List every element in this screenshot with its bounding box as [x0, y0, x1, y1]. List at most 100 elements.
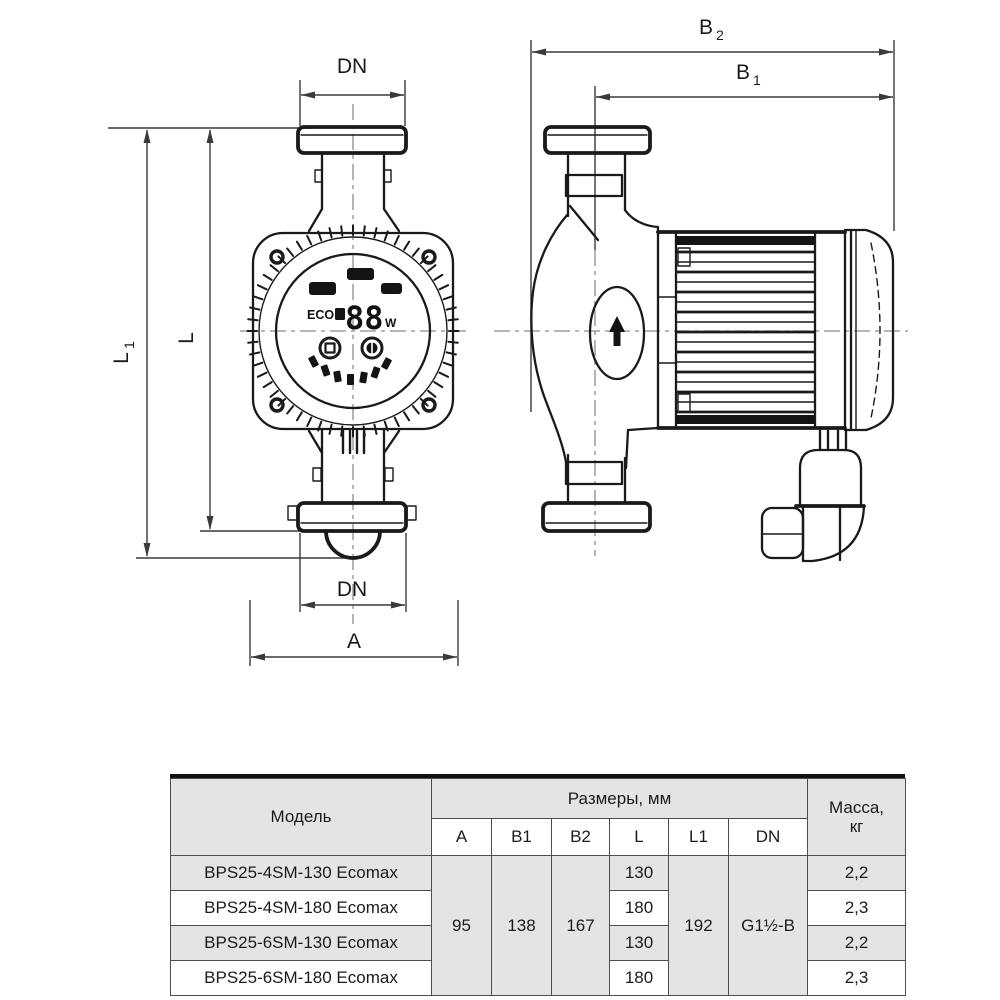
screw-icon: [269, 397, 285, 413]
mass-value-cell: 2,2: [807, 855, 907, 891]
pump-ring-circle: [258, 236, 448, 426]
arrowhead-icon: [532, 48, 546, 56]
dim-a: A: [249, 600, 459, 666]
col-header-dn: DN: [727, 818, 809, 856]
dim-dn-bottom-label: DN: [337, 578, 367, 601]
indicator-icon: [309, 282, 336, 295]
col-header-l: L: [609, 818, 669, 856]
indicator-icon: [347, 268, 374, 280]
dim-b2-subscript: 2: [716, 27, 724, 43]
arrowhead-icon: [879, 93, 893, 101]
table-row: BPS25-4SM-180 Ecomax 180 2,3: [170, 890, 907, 926]
l-value-cell: 130: [609, 925, 669, 961]
pump-display: ECO 88 W: [307, 268, 402, 337]
pump-buttons: [318, 336, 384, 360]
col-header-model: Модель: [170, 778, 432, 856]
b1-value-cell: 138: [491, 855, 552, 996]
technical-drawing: L L 1 DN: [108, 16, 908, 666]
mass-value-cell: 2,2: [807, 925, 907, 961]
dim-l: L: [175, 129, 312, 532]
col-header-mass: Масса, кг: [807, 778, 907, 856]
arrowhead-icon: [143, 129, 151, 143]
model-cell: BPS25-4SM-130 Ecomax: [170, 855, 432, 891]
model-cell: BPS25-6SM-130 Ecomax: [170, 925, 432, 961]
arrowhead-icon: [391, 601, 405, 609]
dim-dn-top-label: DN: [337, 55, 367, 78]
front-view: L L 1 DN: [108, 55, 466, 666]
dim-l1: L 1: [110, 129, 358, 559]
arrowhead-icon: [301, 601, 315, 609]
mass-value-cell: 2,3: [807, 960, 907, 996]
table-row: BPS25-4SM-130 Ecomax 95 138 167 130 192 …: [170, 855, 907, 996]
table-row: BPS25-6SM-180 Ecomax 180 2,3: [170, 960, 907, 996]
col-header-b1: B1: [491, 818, 552, 856]
flow-arrow-icon: [609, 316, 625, 346]
l-value-cell: 130: [609, 855, 669, 891]
arrowhead-icon: [596, 93, 610, 101]
arrowhead-icon: [879, 48, 893, 56]
pump-teeth-ring: [246, 224, 460, 438]
dn-value-cell: G1½-B: [727, 855, 809, 996]
mode-button-icon: [318, 336, 342, 360]
l-value-cell: 180: [609, 960, 669, 996]
mass-value-cell: 2,3: [807, 890, 907, 926]
mass-header-line1: Масса,: [829, 798, 885, 817]
front-bottom-flange: [287, 501, 417, 533]
a-value-cell: 95: [431, 855, 492, 996]
side-top-pipe: [564, 151, 627, 218]
screw-icon: [269, 249, 285, 265]
speed-button-icon: [360, 336, 384, 360]
indicator-icon: [381, 283, 402, 294]
arrowhead-icon: [251, 653, 265, 661]
arrowhead-icon: [301, 91, 315, 99]
spec-table: Модель Размеры, мм Масса, кг A B1 B2 L L…: [170, 778, 907, 996]
col-header-dimensions: Размеры, мм: [430, 778, 809, 819]
side-view: B 2 B 1: [494, 16, 908, 563]
arrowhead-icon: [143, 543, 151, 557]
side-top-flange: [543, 125, 652, 155]
pump-face-circle: [274, 252, 432, 410]
arrowhead-icon: [206, 129, 214, 143]
dim-dn-bottom: DN: [299, 533, 407, 612]
side-bottom-pipe: [564, 453, 627, 505]
col-header-a: A: [431, 818, 492, 856]
dim-dn-top: DN: [299, 55, 406, 126]
model-cell: BPS25-4SM-180 Ecomax: [170, 890, 432, 926]
corner-screws: [269, 249, 437, 413]
dim-b1-subscript: 1: [753, 72, 761, 88]
dim-l1-subscript: 1: [121, 341, 137, 349]
motor: [656, 228, 847, 432]
dim-b2: B 2: [530, 16, 895, 412]
screw-icon: [421, 249, 437, 265]
screw-icon: [421, 397, 437, 413]
arrowhead-icon: [443, 653, 457, 661]
flow-direction-boss: [588, 285, 646, 381]
front-bottom-neck: [307, 427, 401, 505]
dim-b1-label: B: [736, 61, 750, 84]
b2-value-cell: 167: [551, 855, 610, 996]
front-pipe-end: [324, 529, 382, 560]
side-bottom-flange: [541, 501, 652, 533]
table-row: BPS25-6SM-130 Ecomax 130 2,2: [170, 925, 907, 961]
cable-gland: [760, 428, 866, 563]
dim-b2-label: B: [699, 16, 713, 39]
dim-a-label: A: [347, 630, 361, 653]
power-value: 88: [345, 299, 384, 337]
pump-scale-marks: [308, 355, 392, 385]
mass-header-line2: кг: [849, 817, 864, 836]
pump-volute: [530, 204, 660, 470]
front-top-neck: [307, 151, 401, 233]
dim-b1: B 1: [596, 61, 893, 101]
col-header-l1: L1: [668, 818, 729, 856]
eco-indicator-icon: [335, 308, 345, 320]
dim-l-label: L: [175, 332, 198, 344]
control-box: [843, 228, 895, 432]
arrowhead-icon: [206, 516, 214, 530]
arrowhead-icon: [390, 91, 404, 99]
power-unit-label: W: [385, 316, 397, 330]
dim-l1-label: L: [110, 352, 133, 364]
eco-label: ECO: [307, 308, 334, 322]
l1-value-cell: 192: [668, 855, 729, 996]
motor-fins: [675, 250, 816, 414]
